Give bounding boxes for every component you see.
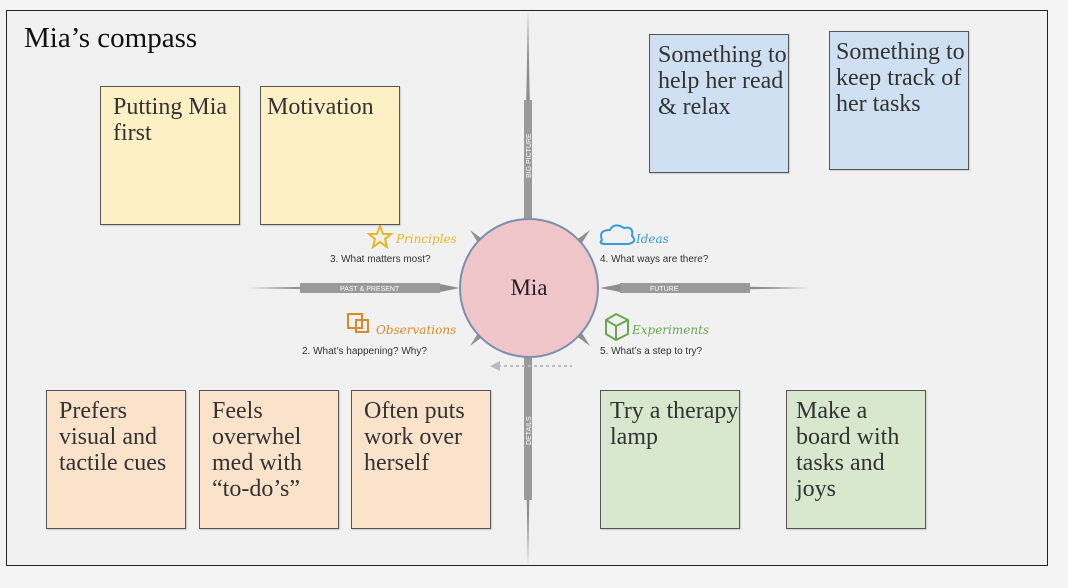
axis-label-details: DETAILS	[526, 416, 533, 445]
page-title: Mia’s compass	[24, 22, 198, 54]
cloud-icon	[599, 224, 636, 245]
principles-question: 3. What matters most?	[330, 254, 431, 265]
star-icon	[366, 223, 394, 250]
ideas-question: 4. What ways are there?	[600, 254, 709, 265]
principles-label: Principles	[395, 232, 457, 246]
axis-label-past-present: PAST & PRESENT	[340, 286, 400, 293]
sticky-note-ideas-2[interactable]: Something to keep track of her tasks	[829, 31, 969, 170]
center-circle	[459, 218, 599, 358]
observations-question: 2. What’s happening? Why?	[302, 346, 427, 357]
sticky-note-experiments-2[interactable]: Make a board with tasks and joys	[786, 390, 926, 529]
sticky-note-observations-1[interactable]: Prefers visual and tactile cues	[46, 390, 186, 529]
sticky-note-observations-2[interactable]: Feels overwhel med with “to-do’s”	[199, 390, 339, 529]
axis-label-big-picture: BIG PICTURE	[526, 133, 533, 178]
experiments-question: 5. What’s a step to try?	[600, 346, 703, 357]
sticky-note-experiments-1[interactable]: Try a therapy lamp	[600, 390, 740, 529]
experiments-label: Experiments	[631, 323, 709, 337]
ideas-label: Ideas	[635, 232, 669, 246]
sticky-note-ideas-1[interactable]: Something to help her read & relax	[649, 34, 789, 173]
axis-label-future: FUTURE	[650, 286, 679, 293]
sticky-note-principles-2[interactable]: Motivation	[260, 86, 400, 225]
center-label: Mia	[510, 275, 547, 300]
box-icon	[605, 312, 629, 342]
observations-label: Observations	[376, 323, 456, 337]
sticky-note-principles-1[interactable]: Putting Mia first	[100, 86, 240, 225]
sticky-note-observations-3[interactable]: Often puts work over herself	[351, 390, 491, 529]
